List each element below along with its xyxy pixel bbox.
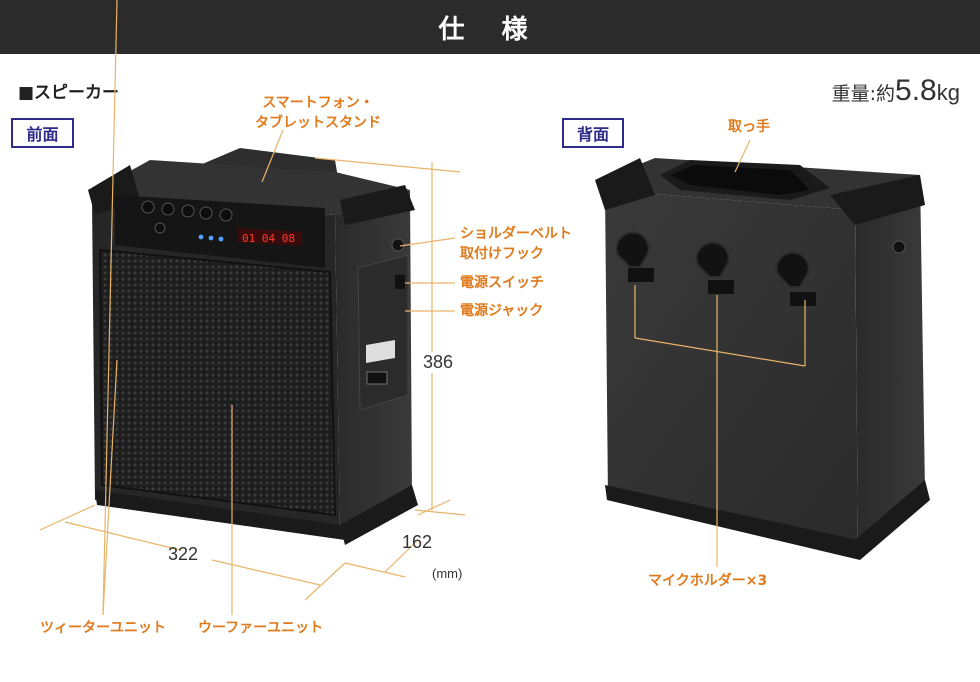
callout-handle: 取っ手	[728, 119, 770, 135]
callout-power-switch: 電源スイッチ	[460, 275, 544, 291]
callout-tweeter: ツィーターユニット	[40, 620, 166, 636]
callout-stand: スマートフォン・ タブレットスタンド	[255, 93, 381, 133]
weight-value: 5.8	[895, 74, 937, 107]
header-title: 仕 様	[438, 14, 542, 45]
callout-woofer: ウーファーユニット	[198, 620, 324, 636]
callout-hook-line1: ショルダーベルト	[460, 226, 572, 242]
callout-hook: ショルダーベルト 取付けフック	[460, 224, 572, 264]
dimension-width: 322	[168, 544, 199, 564]
page-header: 仕 様	[0, 0, 980, 54]
dimension-depth: 162	[402, 532, 433, 552]
back-view-tag: 背面	[562, 118, 624, 148]
callout-stand-line1: スマートフォン・	[262, 95, 374, 111]
leader-lines	[39, 0, 806, 616]
section-label: ■スピーカー	[18, 83, 120, 103]
weight-unit: kg	[936, 80, 960, 105]
front-speaker: 01 04 08	[88, 148, 418, 545]
display-readout: 01 04 08	[242, 232, 295, 245]
callout-stand-line2: タブレットスタンド	[255, 115, 381, 131]
back-speaker	[595, 158, 930, 560]
dimension-unit: (mm)	[432, 566, 463, 581]
weight-spec: 重量:約5.8kg	[832, 74, 960, 108]
callout-hook-line2: 取付けフック	[460, 246, 544, 262]
weight-prefix: 重量:約	[831, 83, 896, 105]
callout-mic-holder: マイクホルダー×3	[648, 573, 768, 589]
callout-power-jack: 電源ジャック	[460, 303, 544, 319]
front-view-tag: 前面	[11, 118, 74, 148]
dimension-height: 386	[421, 352, 456, 373]
